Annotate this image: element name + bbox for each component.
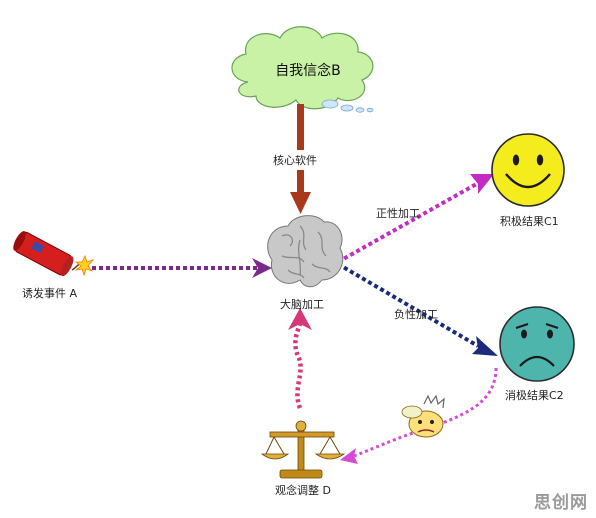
thought-cloud-icon bbox=[231, 26, 374, 113]
trigger-arrow bbox=[92, 258, 272, 278]
adjust-node-label: 观念调整 D bbox=[275, 484, 331, 497]
adjustment-arrow bbox=[288, 308, 312, 409]
balance-scale-icon bbox=[260, 420, 346, 479]
sad-face-icon bbox=[499, 306, 575, 382]
watermark: 思创网 bbox=[534, 493, 588, 513]
negative-process-arrow bbox=[336, 262, 498, 356]
negative-process-label: 负性加工 bbox=[394, 308, 438, 321]
confused-face-icon bbox=[401, 394, 445, 438]
positive-process-label: 正性加工 bbox=[376, 207, 420, 220]
trigger-node-label: 诱发事件 A bbox=[22, 287, 78, 300]
dynamite-icon bbox=[13, 231, 95, 277]
core-software-label: 核心软件 bbox=[273, 154, 317, 167]
brain-node-label: 大脑加工 bbox=[280, 298, 324, 311]
brain-icon bbox=[267, 215, 344, 288]
belief-node-label: 自我信念B bbox=[275, 63, 341, 79]
positive-process-arrow bbox=[337, 174, 494, 264]
smiley-face-icon bbox=[491, 133, 565, 207]
core-software-arrow bbox=[290, 104, 311, 214]
positive-result-label: 积极结果C1 bbox=[500, 215, 559, 228]
negative-result-label: 消极结果C2 bbox=[505, 389, 564, 402]
